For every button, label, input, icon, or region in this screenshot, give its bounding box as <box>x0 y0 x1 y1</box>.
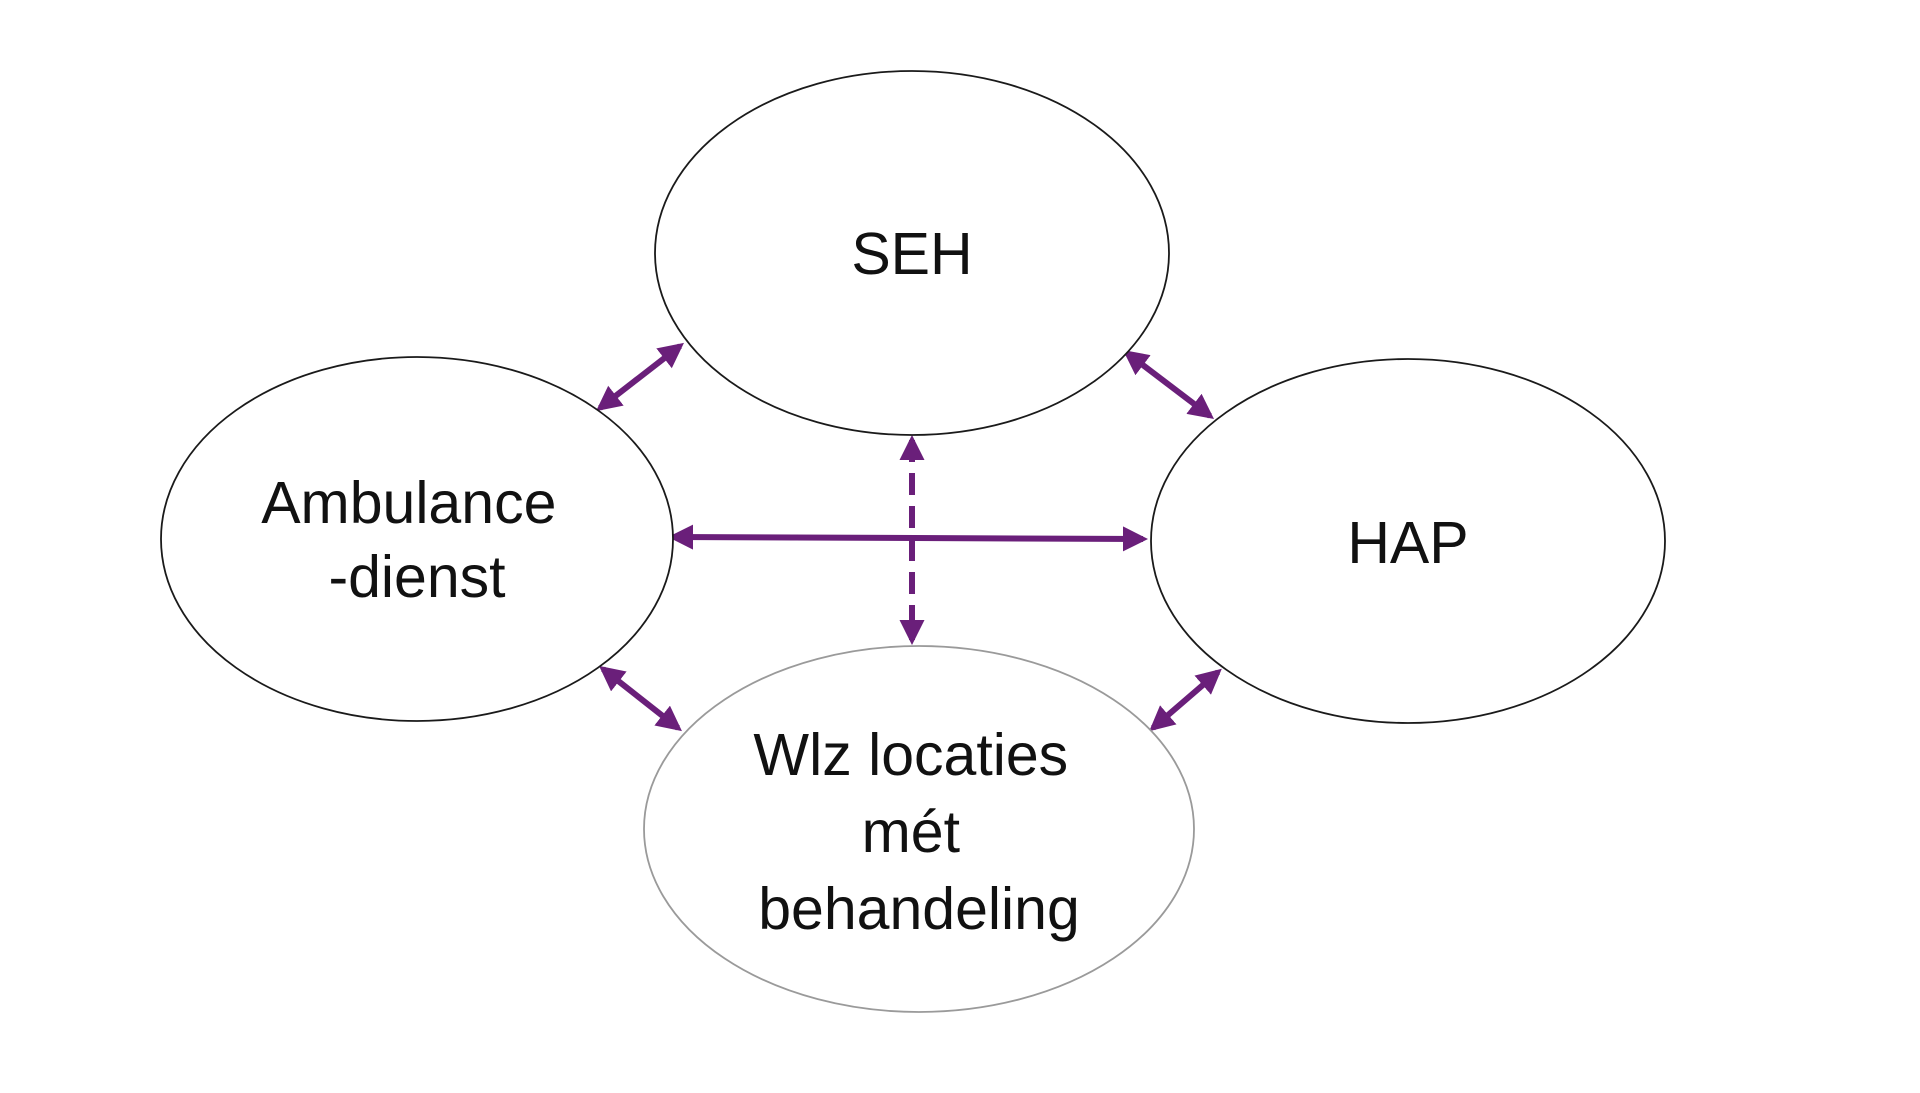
node-wlz: Wlz locaties mét behandeling <box>643 645 1195 1013</box>
edge-ambulance-seh <box>596 342 684 412</box>
node-ambulance-label-line-1: Ambulance <box>261 470 556 536</box>
node-hap: HAP <box>1150 358 1666 724</box>
node-wlz-label-line-3: behandeling <box>758 876 1080 942</box>
svg-text:SEH: SEH <box>851 221 972 287</box>
node-wlz-label-line-2: mét <box>862 799 960 865</box>
node-ambulance-shape <box>160 356 674 722</box>
node-wlz-shape <box>643 645 1195 1013</box>
node-ambulance: Ambulance -dienst <box>160 356 674 722</box>
node-hap-shape <box>1150 358 1666 724</box>
node-seh: SEH <box>654 70 1170 436</box>
svg-text:Wlz locaties mét b: Wlz locaties mét behandeling <box>753 722 1084 942</box>
edge-ambulance-wlz <box>599 665 682 732</box>
node-seh-shape <box>654 70 1170 436</box>
node-hap-label: HAP <box>1347 510 1468 576</box>
edges <box>596 342 1222 732</box>
edge-hap-wlz <box>1149 668 1222 732</box>
svg-text:HAP: HAP <box>1347 510 1468 576</box>
edge-ambulance-hap <box>667 524 1149 552</box>
svg-text:Ambulance -dienst: Ambulance -dienst <box>261 470 573 610</box>
node-ambulance-label-line-2: -dienst <box>328 544 505 610</box>
edge-seh-hap <box>1122 349 1215 420</box>
node-wlz-label-line-1: Wlz locaties <box>753 722 1068 788</box>
node-seh-label: SEH <box>851 221 972 287</box>
